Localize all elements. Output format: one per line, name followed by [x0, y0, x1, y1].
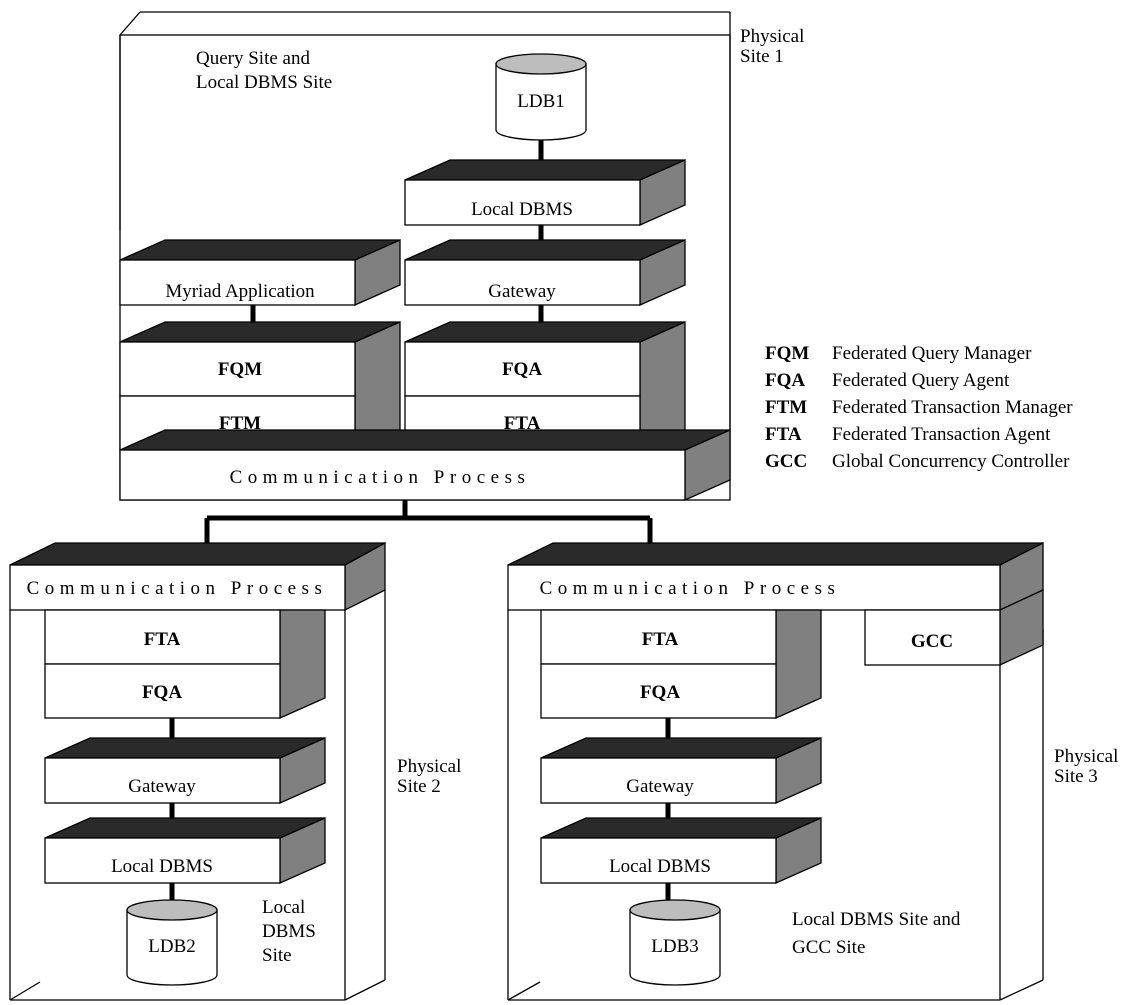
- ftm-label: FTM: [219, 413, 261, 434]
- legend-desc-fta: Federated Transaction Agent: [832, 424, 1051, 445]
- site2-role-label-line2: DBMS: [262, 921, 316, 942]
- ldb1-label: LDB1: [517, 91, 565, 112]
- myriad-application-box: Myriad Application: [119, 238, 401, 307]
- site2-role-label-line1: Local: [262, 897, 305, 918]
- legend-abbr-ftm: FTM: [765, 397, 807, 418]
- legend-desc-fqa: Federated Query Agent: [832, 370, 1010, 391]
- site3-fta-fqa-stack: FTA FQA: [540, 609, 822, 720]
- site1-role-label-line2: Local DBMS Site: [196, 72, 332, 93]
- site1-fqa-label: FQA: [502, 359, 542, 380]
- legend-abbr-fqa: FQA: [765, 370, 805, 391]
- site2-gateway-box: Gateway: [44, 736, 326, 805]
- site2-communication-label: Communication Process: [27, 578, 328, 599]
- site1-communication-process: Communication Process: [119, 428, 731, 502]
- ldb3-label: LDB3: [651, 936, 699, 957]
- ldb2-database: LDB2: [126, 899, 218, 986]
- site1-local-dbms-box: Local DBMS: [404, 158, 686, 227]
- site3-fta-label: FTA: [642, 629, 679, 650]
- fqm-label: FQM: [218, 359, 262, 380]
- site1-fta-label: FTA: [504, 413, 541, 434]
- legend-abbr-fqm: FQM: [765, 343, 809, 364]
- site1-local-dbms-label: Local DBMS: [471, 199, 573, 220]
- legend-abbr-fta: FTA: [765, 424, 802, 445]
- site3-local-dbms-box: Local DBMS: [540, 816, 822, 885]
- physical-site-1-label-line2: Site 1: [740, 46, 784, 67]
- site3-role-label-line1: Local DBMS Site and: [792, 909, 961, 930]
- site3-fqa-label: FQA: [640, 682, 680, 703]
- gcc-label: GCC: [911, 631, 953, 652]
- site2-gateway-label: Gateway: [128, 776, 196, 797]
- physical-site-2-label-line2: Site 2: [397, 776, 441, 797]
- site3-gateway-box: Gateway: [540, 736, 822, 805]
- gcc-box: GCC: [864, 588, 1044, 667]
- site3-role-label-line2: GCC Site: [792, 937, 865, 958]
- site2-fta-label: FTA: [144, 629, 181, 650]
- site2-fta-fqa-stack: FTA FQA: [44, 609, 326, 720]
- legend-abbr-gcc: GCC: [765, 451, 807, 472]
- site2-fqa-label: FQA: [142, 682, 182, 703]
- network-connections: [204, 500, 653, 543]
- physical-site-2: Physical Site 2 Communication Process FT…: [9, 541, 461, 1001]
- myriad-application-label: Myriad Application: [165, 281, 315, 302]
- site2-local-dbms-label: Local DBMS: [111, 856, 213, 877]
- site2-communication-process: Communication Process: [9, 541, 386, 612]
- site1-gateway-box: Gateway: [404, 238, 686, 307]
- site2-local-dbms-box: Local DBMS: [44, 816, 326, 885]
- legend-desc-fqm: Federated Query Manager: [832, 343, 1032, 364]
- site3-gateway-label: Gateway: [626, 776, 694, 797]
- site1-gateway-label: Gateway: [488, 281, 556, 302]
- site1-communication-label: Communication Process: [230, 467, 531, 488]
- site3-communication-process: Communication Process: [507, 541, 1044, 612]
- legend-desc-ftm: Federated Transaction Manager: [832, 397, 1073, 418]
- physical-site-3-label-line1: Physical: [1054, 746, 1118, 767]
- ldb2-label: LDB2: [148, 936, 196, 957]
- legend: FQM Federated Query Manager FQA Federate…: [765, 343, 1073, 472]
- site1-role-label-line1: Query Site and: [196, 48, 310, 69]
- site3-local-dbms-label: Local DBMS: [609, 856, 711, 877]
- ldb1-database: LDB1: [495, 53, 587, 141]
- legend-desc-gcc: Global Concurrency Controller: [832, 451, 1070, 472]
- physical-site-1: Physical Site 1 Query Site and Local DBM…: [119, 11, 804, 502]
- ldb3-database: LDB3: [629, 899, 721, 986]
- physical-site-3-label-line2: Site 3: [1054, 766, 1098, 787]
- site2-role-label-line3: Site: [262, 945, 292, 966]
- physical-site-1-label-line1: Physical: [740, 26, 804, 47]
- physical-site-2-label-line1: Physical: [397, 756, 461, 777]
- site3-communication-label: Communication Process: [540, 578, 841, 599]
- physical-site-3: Physical Site 3 Communication Process GC…: [507, 541, 1118, 1001]
